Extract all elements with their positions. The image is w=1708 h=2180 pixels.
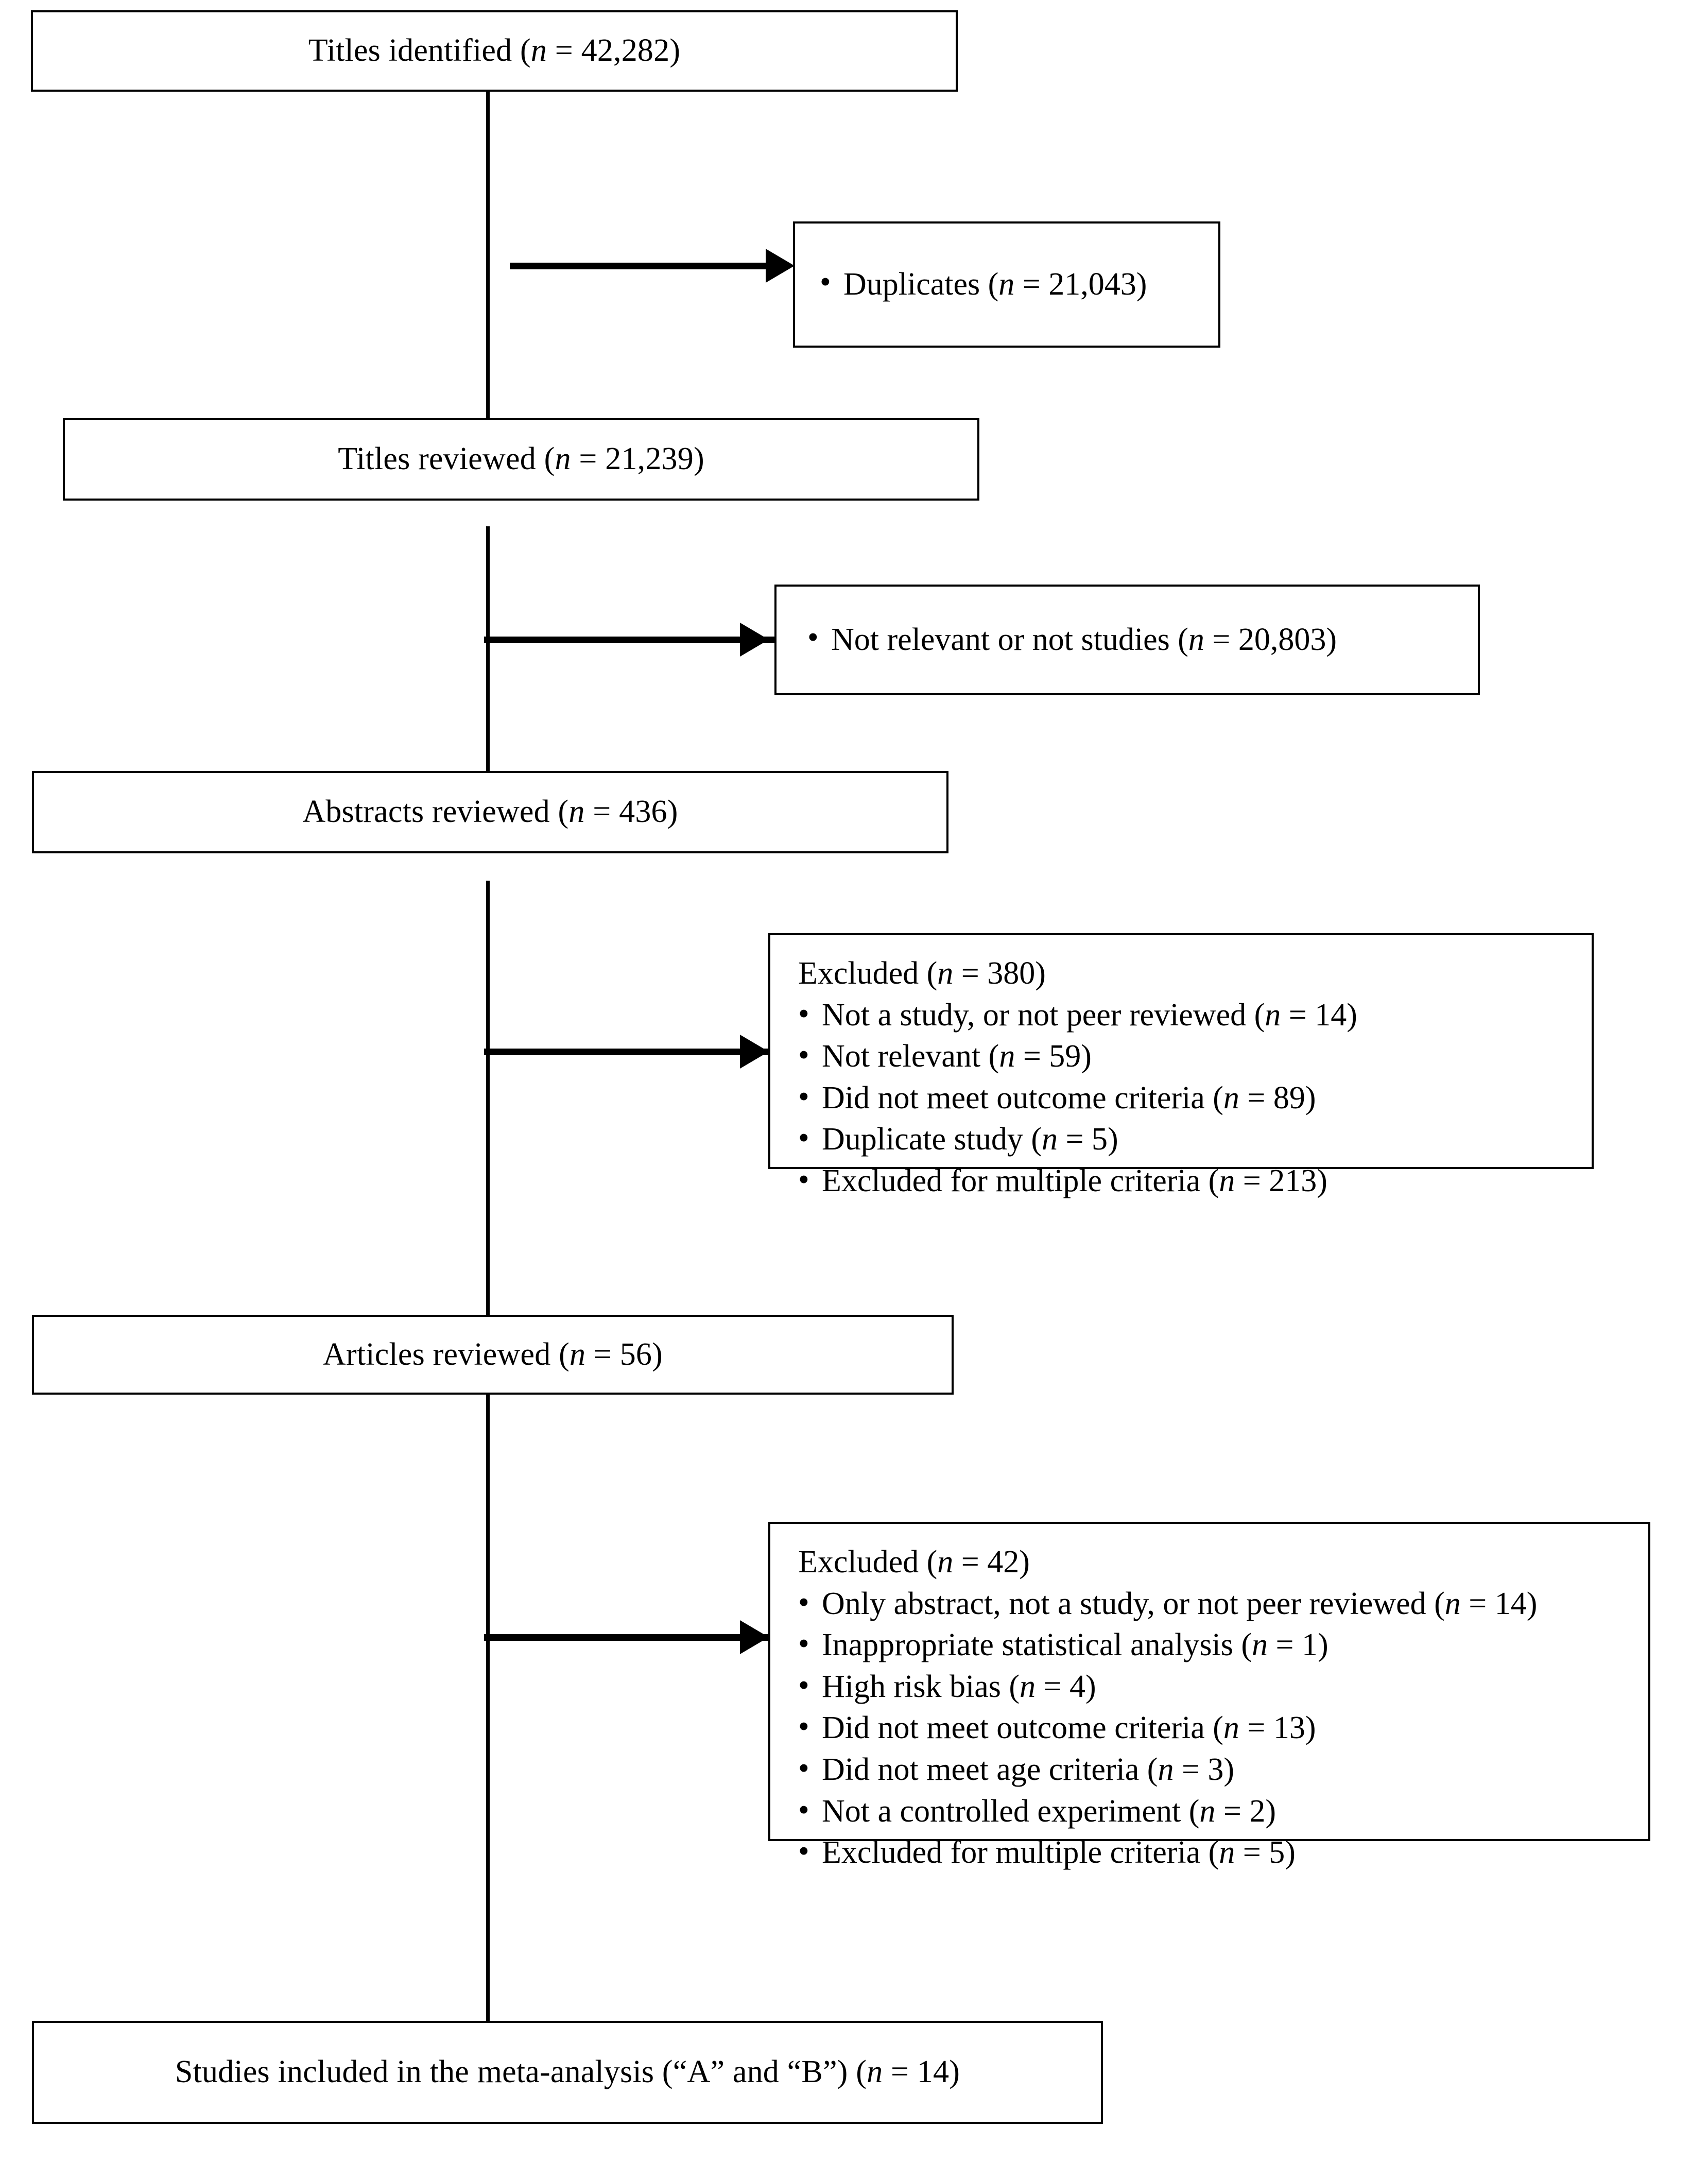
list-item: Duplicate study (n = 5)	[798, 1118, 1357, 1160]
node-articles-reviewed-label: Articles reviewed (n = 56)	[323, 1336, 663, 1372]
node-abstracts-reviewed[interactable]: Abstracts reviewed (n = 436)	[32, 771, 948, 853]
exclusion-abstracts-heading: Excluded (n = 380)	[798, 956, 1046, 991]
node-articles-reviewed[interactable]: Articles reviewed (n = 56)	[32, 1315, 954, 1395]
list-item: Not a study, or not peer reviewed (n = 1…	[798, 993, 1357, 1036]
list-item: Not relevant or not studies (n = 20,803)	[807, 619, 1337, 659]
node-titles-reviewed-label: Titles reviewed (n = 21,239)	[338, 441, 704, 477]
exclusion-arrow-4-shaft	[484, 1634, 778, 1641]
node-exclusion-abstracts[interactable]: Excluded (n = 380) Not a study, or not p…	[768, 933, 1594, 1200]
exclusion-arrow-3-shaft	[484, 1049, 778, 1055]
node-studies-included-label: Studies included in the meta-analysis (“…	[175, 2054, 960, 2090]
list-item: Did not meet outcome criteria (n = 89)	[798, 1076, 1357, 1119]
list-item: Did not meet age criteria (n = 3)	[798, 1748, 1537, 1791]
spine-segment-3	[486, 881, 490, 1317]
list-item: Not relevant (n = 59)	[798, 1035, 1357, 1077]
spine-segment-4	[486, 1391, 490, 2023]
exclusion-arrow-4-head	[740, 1620, 769, 1654]
exclusion-articles-list: Only abstract, not a study, or not peer …	[798, 1582, 1537, 1874]
spine-segment-2	[486, 526, 490, 774]
node-titles-reviewed[interactable]: Titles reviewed (n = 21,239)	[63, 418, 979, 501]
list-item: Excluded for multiple criteria (n = 5)	[798, 1831, 1537, 1874]
list-item: Not a controlled experiment (n = 2)	[798, 1790, 1537, 1832]
list-item: Only abstract, not a study, or not peer …	[798, 1582, 1537, 1625]
node-studies-included[interactable]: Studies included in the meta-analysis (“…	[32, 2021, 1103, 2124]
list-item: Inappropriate statistical analysis (n = …	[798, 1623, 1537, 1666]
exclusion-not-relevant-body: Not relevant or not studies (n = 20,803)	[777, 619, 1337, 659]
spine-segment-1	[486, 90, 490, 420]
node-titles-identified-label: Titles identified (n = 42,282)	[308, 33, 681, 68]
list-item: Duplicates (n = 21,043)	[820, 263, 1147, 303]
exclusion-arrow-1-shaft	[510, 263, 778, 269]
exclusion-abstracts-list: Not a study, or not peer reviewed (n = 1…	[798, 993, 1357, 1202]
exclusion-arrow-3-head	[740, 1035, 769, 1069]
node-exclusion-articles[interactable]: Excluded (n = 42) Only abstract, not a s…	[768, 1522, 1650, 1872]
list-item: High risk bias (n = 4)	[798, 1665, 1537, 1708]
list-item: Excluded for multiple criteria (n = 213)	[798, 1159, 1357, 1202]
exclusion-articles-heading: Excluded (n = 42)	[798, 1544, 1030, 1580]
exclusion-arrow-2-head	[740, 623, 769, 657]
node-exclusion-duplicates[interactable]: Duplicates (n = 21,043)	[793, 221, 1220, 348]
exclusion-arrow-2-shaft	[484, 637, 778, 643]
exclusion-abstracts-body: Excluded (n = 380) Not a study, or not p…	[770, 935, 1357, 1202]
exclusion-articles-body: Excluded (n = 42) Only abstract, not a s…	[770, 1524, 1537, 1874]
list-item: Did not meet outcome criteria (n = 13)	[798, 1706, 1537, 1749]
node-exclusion-not-relevant[interactable]: Not relevant or not studies (n = 20,803)	[774, 585, 1480, 695]
exclusion-duplicates-body: Duplicates (n = 21,043)	[795, 263, 1147, 303]
node-abstracts-reviewed-label: Abstracts reviewed (n = 436)	[302, 794, 678, 830]
exclusion-arrow-1-head	[766, 249, 795, 283]
node-titles-identified[interactable]: Titles identified (n = 42,282)	[31, 10, 958, 92]
